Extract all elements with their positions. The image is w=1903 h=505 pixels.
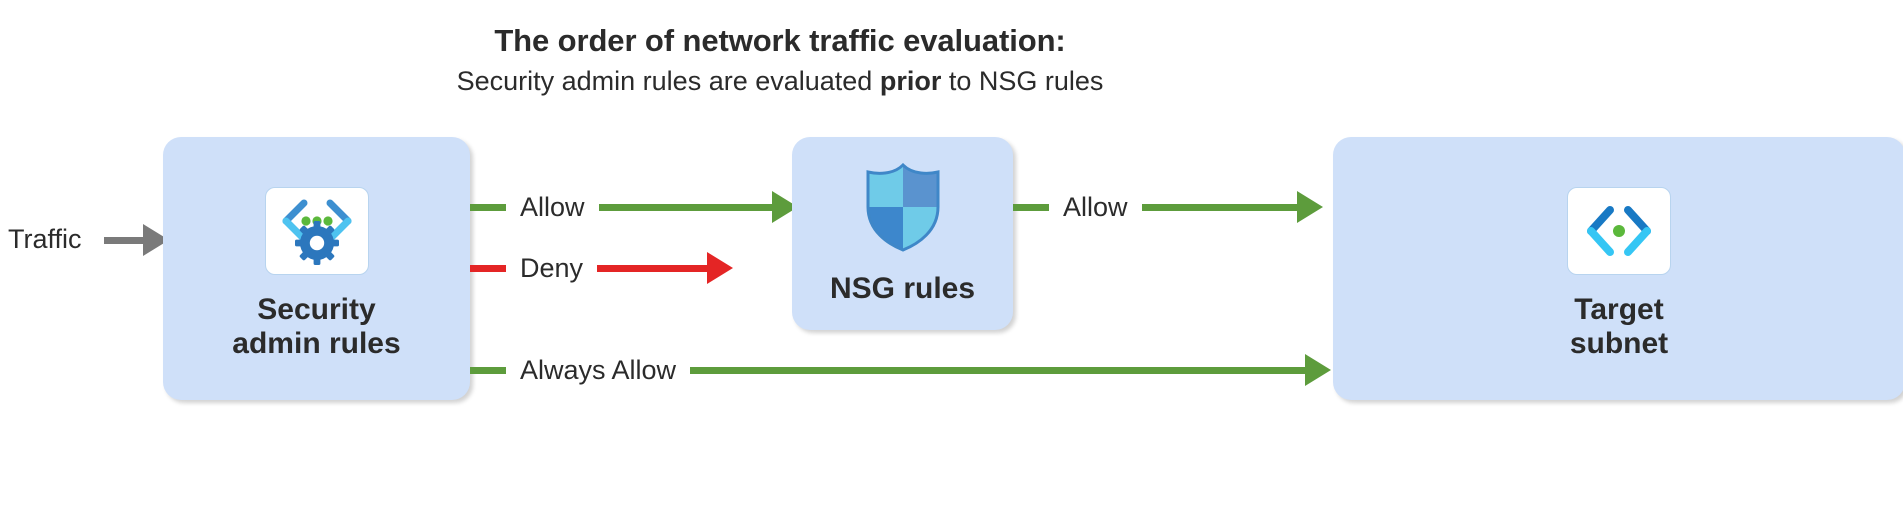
connector-always-allow: Always Allow [470, 354, 1332, 386]
subnet-code-icon [1567, 187, 1671, 275]
node-label: Security admin rules [232, 293, 401, 360]
arrowhead-icon [1305, 354, 1332, 386]
node-label: Target subnet [1569, 293, 1669, 360]
security-admin-rules-icon [264, 187, 369, 275]
node-target-subnet[interactable]: Target subnet [1333, 137, 1903, 400]
connector-line [690, 366, 1306, 374]
connector-line [1013, 203, 1049, 211]
node-label: NSG rules [829, 272, 976, 305]
subtitle-text-after: to NSG rules [941, 66, 1104, 96]
connector-line [1141, 203, 1297, 211]
node-nsg-rules[interactable]: NSG rules [792, 137, 1013, 330]
diagram-title: The order of network traffic evaluation: [494, 23, 1066, 58]
subtitle-text-before: Security admin rules are evaluated [456, 66, 880, 96]
connector-label: Always Allow [520, 354, 677, 385]
connector-line [470, 203, 506, 211]
connector-traffic-in [104, 224, 169, 256]
arrowhead-icon [707, 252, 734, 284]
subtitle-emphasis: prior [879, 66, 942, 96]
connector-label: Allow [520, 191, 585, 222]
connector-label: Deny [520, 252, 584, 283]
connector-line [598, 203, 772, 211]
connector-deny: Deny [470, 252, 734, 284]
connector-label: Allow [1063, 191, 1128, 222]
connector-line [597, 264, 708, 272]
arrowhead-icon [1296, 191, 1323, 223]
diagram-subtitle: Security admin rules are evaluated prior… [0, 66, 1560, 97]
shield-icon [861, 161, 945, 258]
connector-allow-to-target: Allow [1013, 191, 1323, 223]
node-security-admin-rules[interactable]: Security admin rules [163, 137, 470, 400]
connector-line [104, 236, 143, 244]
traffic-label: Traffic [8, 224, 82, 254]
connector-line [470, 366, 506, 374]
connector-line [470, 264, 506, 272]
connector-allow-to-nsg: Allow [470, 191, 798, 223]
